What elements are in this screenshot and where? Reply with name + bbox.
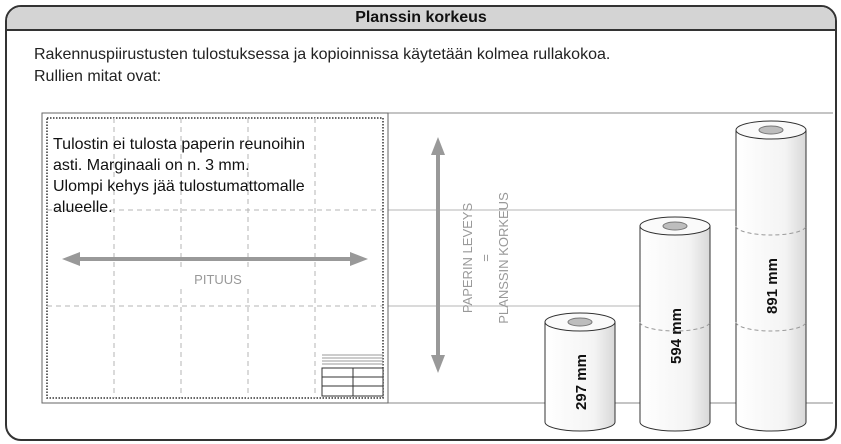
sheet-note: Tulostin ei tulosta paperin reunoihin as… [53,134,305,218]
roll-891-label: 891 mm [764,258,781,314]
roll-594: 594 mm [639,216,711,432]
roll-297: 297 mm [544,312,616,432]
intro-text: Rakennuspiirustusten tulostuksessa ja ko… [34,44,610,88]
roll-594-label: 594 mm [668,308,685,364]
intro-line-1: Rakennuspiirustusten tulostuksessa ja ko… [34,46,611,63]
width-label-2: = [478,254,493,262]
sheet-note-line-4: alueelle. [53,199,113,216]
sheet-note-line-2: asti. Marginaali on n. 3 mm. [53,157,250,174]
title-block [321,354,384,397]
panel-title: Planssin korkeus [7,7,835,31]
roll-891: 891 mm [735,120,807,432]
width-arrow [431,137,445,373]
intro-line-2: Rullien mitat ovat: [34,68,162,85]
length-arrow [62,252,368,266]
width-label-3: PLANSSIN KORKEUS [496,192,511,324]
length-label: PITUUS [194,272,242,287]
drawing-sheet: PITUUS [41,112,389,404]
sheet-note-line-3: Ulompi kehys jää tulostumattomalle [53,178,305,195]
width-label-1: PAPERIN LEVEYS [460,203,475,314]
roll-297-label: 297 mm [573,354,590,410]
sheet-note-line-1: Tulostin ei tulosta paperin reunoihin [53,136,306,153]
